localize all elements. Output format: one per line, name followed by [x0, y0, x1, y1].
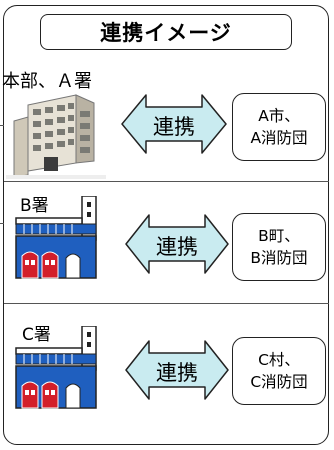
link-label-row3: 連携 — [156, 361, 198, 385]
link-label-row1: 連携 — [153, 115, 195, 139]
partner-box-a: A市、 A消防団 — [232, 93, 326, 161]
partner-line1: B町、 — [258, 227, 300, 245]
link-arrow-row3 — [125, 340, 229, 400]
station-label-hq-a: 本部、Ａ署 — [2, 71, 92, 92]
edge-tick — [0, 223, 4, 224]
station-label-b: B署 — [20, 196, 49, 216]
station-label-c: C署 — [22, 325, 51, 345]
fire-station-icon — [15, 196, 97, 279]
partner-line2: C消防団 — [250, 373, 308, 391]
edge-tick — [0, 125, 4, 126]
link-label-row2: 連携 — [156, 235, 198, 259]
partner-box-c: C村、 C消防団 — [232, 337, 326, 405]
link-arrow-row2 — [125, 214, 229, 274]
hq-building-icon — [6, 94, 106, 179]
link-arrow-row1 — [121, 94, 227, 154]
section-divider — [4, 181, 329, 182]
fire-station-icon — [15, 326, 97, 409]
partner-line2: B消防団 — [250, 249, 308, 267]
partner-line1: A市、 — [258, 107, 300, 125]
partner-box-b: B町、 B消防団 — [232, 213, 326, 281]
diagram-title: 連携イメージ — [40, 14, 292, 50]
section-divider — [4, 303, 329, 304]
partner-line1: C村、 — [258, 351, 300, 369]
partner-line2: A消防団 — [250, 129, 308, 147]
